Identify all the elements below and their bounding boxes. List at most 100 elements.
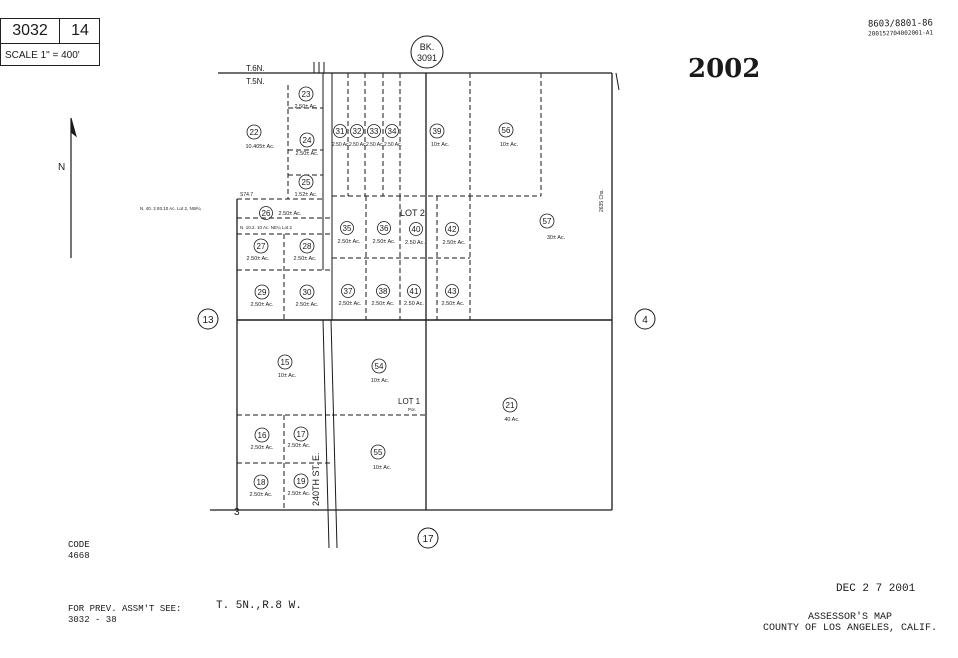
parcel-39: 39 10± Ac. xyxy=(429,123,450,148)
assessor-line2: COUNTY OF LOS ANGELES, CALIF. xyxy=(762,623,938,634)
parcel-40: 40 2.50 Ac. xyxy=(405,222,425,246)
adjoining-west: 13 xyxy=(197,308,219,330)
adjoining-east: 4 xyxy=(634,308,656,330)
assessor-line1: ASSESSOR'S MAP xyxy=(807,612,892,623)
adjoining-east-label: 4 xyxy=(642,315,648,326)
parcel-28: 28 2.50± Ac. xyxy=(294,238,317,262)
parcel-30: 30 2.50± Ac. xyxy=(296,284,319,308)
corner-dim: S74.7 xyxy=(240,192,253,198)
prev-assmt-block: FOR PREV. ASSM'T SEE: 3032 - 38 xyxy=(68,604,181,626)
map-index-box: 3032 14 SCALE 1" = 400' xyxy=(0,18,100,66)
parcel-number: 25 xyxy=(302,178,311,187)
parcel-area: 2.50 Ac. xyxy=(366,142,384,148)
parcel-57: 57 30± Ac. xyxy=(539,213,566,241)
adjoining-west-label: 13 xyxy=(202,315,214,326)
stamp-date: DEC 2 7 2001 xyxy=(836,583,916,595)
lot-1-label: LOT 1 xyxy=(398,397,421,406)
parcel-number: 55 xyxy=(374,448,383,457)
township-range: T. 5N.,R.8 W. xyxy=(216,600,302,612)
parcel-41: 41 2.50 Ac. xyxy=(404,284,424,307)
parcel-number: 57 xyxy=(543,217,552,226)
parcel-number: 36 xyxy=(380,224,389,233)
parcel-area: 2.50± Ac. xyxy=(296,302,319,308)
code-block: CODE 4668 xyxy=(68,540,90,562)
parcel-number: 32 xyxy=(353,127,362,136)
parcel-area: 2.50 Ac. xyxy=(332,142,350,148)
assessor-title: ASSESSOR'S MAP COUNTY OF LOS ANGELES, CA… xyxy=(760,612,940,634)
book-ref-line1: BK. xyxy=(420,42,435,52)
lot-2-label: LOT 2 xyxy=(400,208,425,218)
prev-assmt-value: 3032 - 38 xyxy=(68,615,117,625)
parcel-21: 21 40 Ac. xyxy=(502,397,520,423)
parcel-number: 40 xyxy=(412,225,421,234)
parcel-number: 54 xyxy=(375,362,384,371)
north-label: N xyxy=(58,162,65,173)
parcel-55: 55 10± Ac. xyxy=(370,444,392,471)
north-arrow-icon xyxy=(70,117,77,258)
parcel-16: 16 2.50± Ac. xyxy=(251,427,274,451)
parcel-number: 43 xyxy=(448,287,457,296)
parcel-number: 28 xyxy=(303,242,312,251)
parcel-area: 2.50± Ac. xyxy=(250,492,273,498)
parcel-36: 36 2.50± Ac. xyxy=(373,221,396,245)
parcel-31: 31 2.50 Ac. xyxy=(332,124,350,148)
parcel-number: 27 xyxy=(257,242,266,251)
lot-west-dim: N. 40. 2.93.10 Ac. Lot 2, NW¼ xyxy=(140,206,201,211)
parcel-area: 2.50 Ac. xyxy=(349,142,367,148)
parcel-24: 24 2.50± Ac. xyxy=(296,132,319,157)
east-line-dim: 2635 Chs. xyxy=(599,189,605,212)
parcel-number: 42 xyxy=(448,225,457,234)
parcel-number: 29 xyxy=(258,288,267,297)
parcel-number: 31 xyxy=(336,127,345,136)
parcel-area: 2.50± Ac. xyxy=(288,443,311,449)
parcel-number: 39 xyxy=(433,127,442,136)
parcel-number: 37 xyxy=(344,287,353,296)
parcel-29: 29 2.50± Ac. xyxy=(251,284,274,308)
map-year: 2002 xyxy=(688,54,761,84)
parcel-54: 54 10± Ac. xyxy=(371,358,390,384)
parcel-area: 10± Ac. xyxy=(278,373,297,379)
code-label: CODE xyxy=(68,540,90,550)
parcel-area: 2.50 Ac. xyxy=(404,301,424,307)
parcel-area: 2.50± Ac. xyxy=(247,256,270,262)
parcel-number: 38 xyxy=(379,287,388,296)
parcel-25: 25 1.52± Ac. xyxy=(295,174,318,198)
lot-mid-dim: N. 10.2. 10 Ac. NE¼ Lot 2 xyxy=(240,225,293,230)
parcel-number: 24 xyxy=(303,136,312,145)
parcel-number: 33 xyxy=(370,127,379,136)
parcel-area: 10± Ac. xyxy=(500,142,519,148)
parcel-19: 19 2.50± Ac. xyxy=(288,473,311,497)
parcel-number: 30 xyxy=(303,288,312,297)
parcel-number: 22 xyxy=(250,128,259,137)
prev-assmt-label: FOR PREV. ASSM'T SEE: xyxy=(68,604,182,614)
township-south: T.5N. xyxy=(246,77,265,86)
parcel-33: 33 2.50 Ac. xyxy=(366,124,384,148)
parcel-area: 2.50± Ac. xyxy=(443,240,466,246)
parcel-17: 17 2.50± Ac. xyxy=(288,426,311,449)
parcel-15: 15 10± Ac. xyxy=(277,354,297,379)
parcel-23: 23 2.50± Ac. xyxy=(295,86,318,110)
parcel-area: 2.50± Ac. xyxy=(338,239,361,245)
street-name: 240TH ST. E. xyxy=(311,452,321,506)
parcel-18: 18 2.50± Ac. xyxy=(250,474,273,498)
map-scale: SCALE 1" = 400' xyxy=(1,43,99,67)
parcel-number: 23 xyxy=(302,90,311,99)
map-page-number: 14 xyxy=(71,22,89,39)
parcel-number: 35 xyxy=(343,224,352,233)
parcel-area: 1.52± Ac. xyxy=(295,192,318,198)
adjoining-south: 17 xyxy=(417,527,439,549)
lot-1-por: Por. xyxy=(408,407,416,412)
parcel-number: 16 xyxy=(258,431,267,440)
book-reference: BK. 3091 xyxy=(410,35,444,69)
parcel-number: 17 xyxy=(297,430,306,439)
parcel-area: 2.50± Ac. xyxy=(442,301,465,307)
parcel-26: 26 2.50± Ac. xyxy=(259,206,302,220)
parcel-area: 2.50± Ac. xyxy=(288,491,311,497)
parcel-27: 27 2.50± Ac. xyxy=(247,238,270,262)
book-ref-line2: 3091 xyxy=(417,53,437,63)
map-book-number: 3032 xyxy=(1,19,60,43)
parcel-area: 2.50± Ac. xyxy=(251,302,274,308)
parcel-42: 42 2.50± Ac. xyxy=(443,222,466,246)
parcel-38: 38 2.50± Ac. xyxy=(372,284,395,307)
parcel-number: 41 xyxy=(410,287,419,296)
